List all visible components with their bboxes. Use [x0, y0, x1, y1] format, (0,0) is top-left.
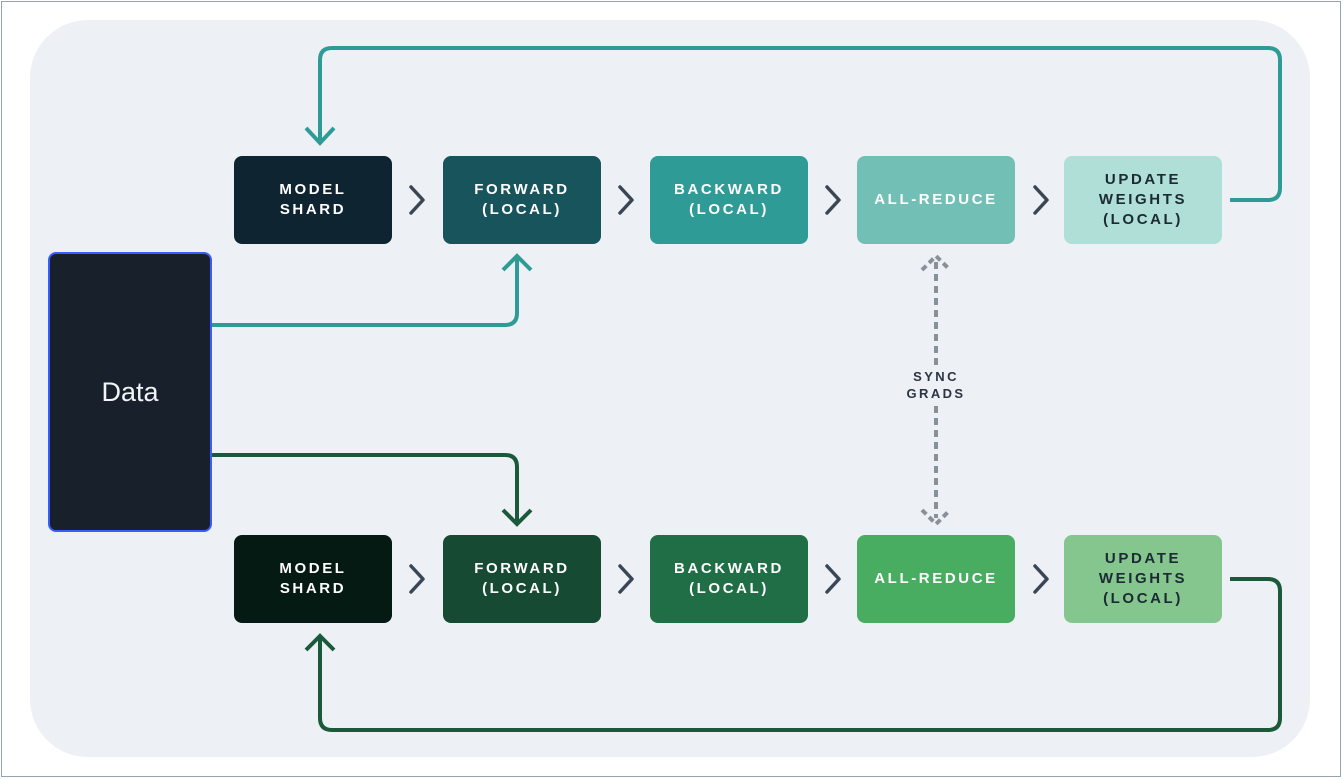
sync-grads-down-arrowhead — [920, 508, 952, 527]
top-chevron-right-icon — [825, 185, 841, 215]
bottom-chevron-right-icon — [1033, 564, 1049, 594]
top-feedback-arrowhead — [304, 126, 336, 146]
bottom-feedback-line — [318, 577, 1282, 732]
data-to-bottom-forward-line — [212, 453, 519, 522]
top-chevron-right-icon — [618, 185, 634, 215]
data-to-bottom-forward-arrowhead — [501, 508, 533, 527]
top-model-shard-box: MODEL SHARD — [234, 156, 392, 244]
bottom-forward-box: FORWARD (LOCAL) — [443, 535, 601, 623]
top-chevron-right-icon — [409, 185, 425, 215]
diagram-panel — [30, 20, 1310, 757]
data-to-top-forward-arrowhead — [501, 253, 533, 272]
bottom-feedback-arrowhead — [304, 633, 336, 652]
bottom-model-shard-box: MODEL SHARD — [234, 535, 392, 623]
bottom-backward-box: BACKWARD (LOCAL) — [650, 535, 808, 623]
data-label: Data — [101, 376, 159, 407]
top-backward-box: BACKWARD (LOCAL) — [650, 156, 808, 244]
bottom-chevron-right-icon — [409, 564, 425, 594]
bottom-all-reduce-box: ALL-REDUCE — [857, 535, 1015, 623]
top-update-weights-box: UPDATE WEIGHTS (LOCAL) — [1064, 156, 1222, 244]
top-forward-box: FORWARD (LOCAL) — [443, 156, 601, 244]
data-to-top-forward-line — [212, 258, 519, 327]
top-chevron-right-icon — [1033, 185, 1049, 215]
sync-grads-up-arrowhead — [920, 253, 952, 272]
data-block: Data — [48, 252, 212, 532]
sync-grads-label: SYNC GRADS — [880, 368, 992, 402]
bottom-update-weights-box: UPDATE WEIGHTS (LOCAL) — [1064, 535, 1222, 623]
bottom-chevron-right-icon — [618, 564, 634, 594]
bottom-chevron-right-icon — [825, 564, 841, 594]
top-all-reduce-box: ALL-REDUCE — [857, 156, 1015, 244]
top-feedback-line — [318, 46, 1282, 202]
